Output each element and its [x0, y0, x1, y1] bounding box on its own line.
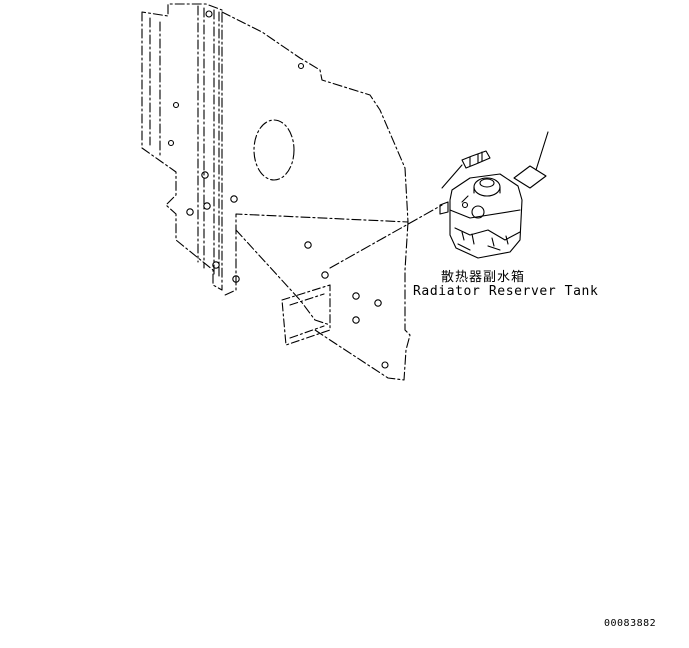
- assembly-leader-line: [329, 204, 443, 269]
- bracket-plate-icon: [141, 3, 411, 381]
- tag-label-icon: [513, 131, 549, 189]
- part-label-english: Radiator Reserver Tank: [413, 284, 599, 299]
- mounting-holes: [167, 10, 389, 369]
- radiator-reserve-tank-icon: [449, 173, 523, 259]
- drawing-number: 00083882: [604, 618, 657, 629]
- mounting-plate-icon: [281, 284, 331, 346]
- hose-clamp-icon: [439, 201, 449, 215]
- bolt-icon: [441, 150, 491, 189]
- part-label-chinese: 散热器副水箱: [441, 270, 526, 285]
